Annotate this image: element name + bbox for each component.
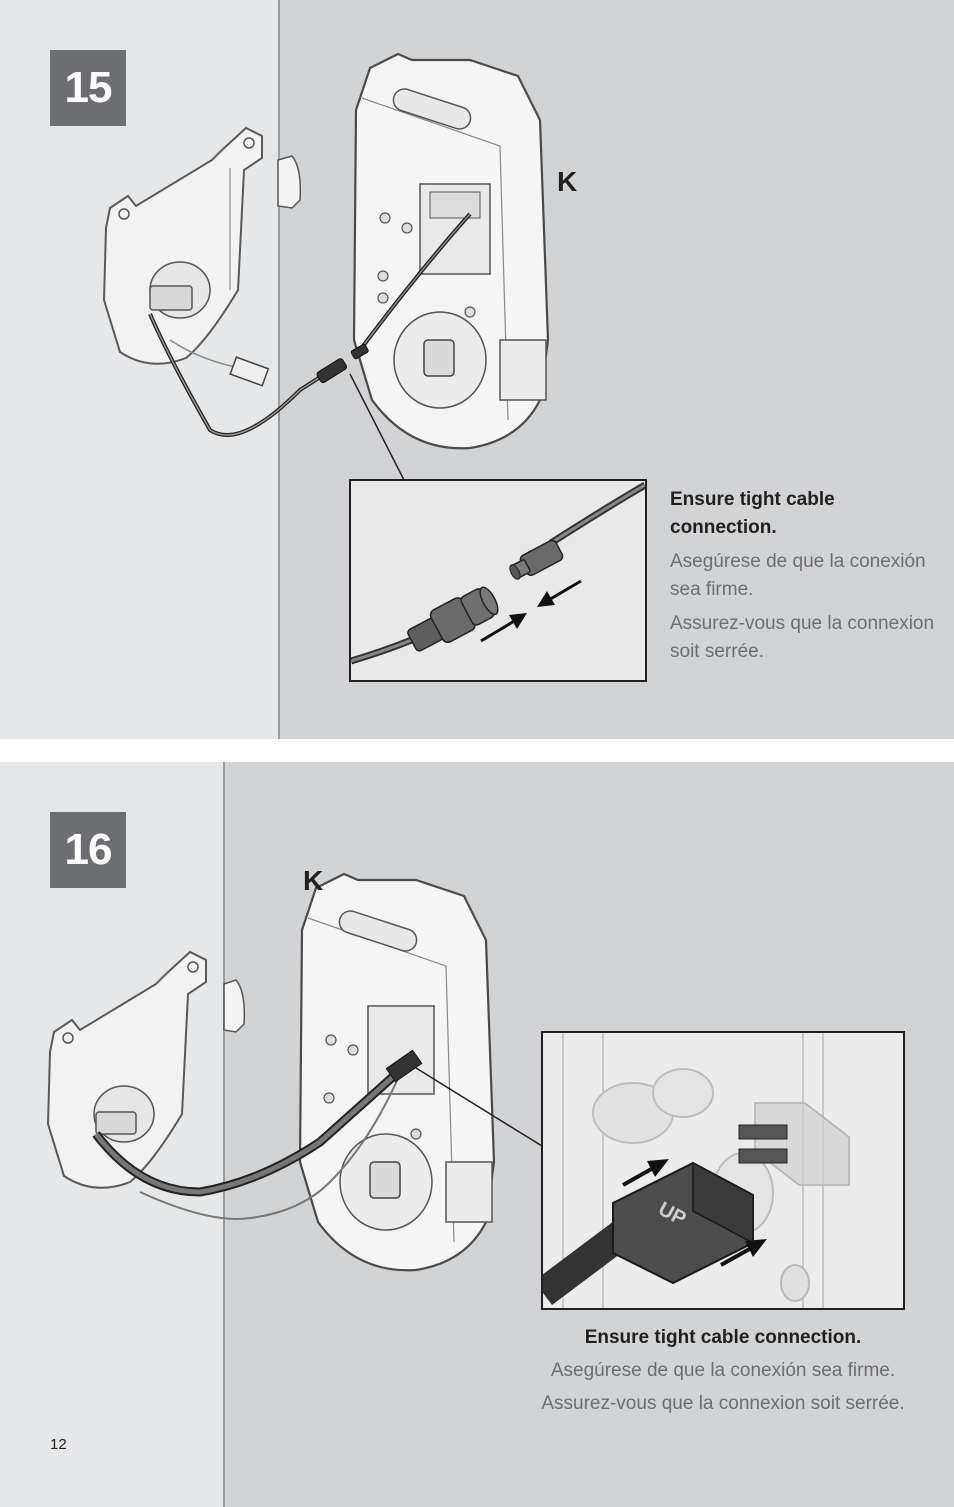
panel-gap	[0, 739, 954, 762]
step-15-panel: 15	[0, 0, 954, 739]
door-edge-divider	[278, 0, 280, 739]
ribbon-connector-detail: UP	[543, 1033, 903, 1308]
step-16-caption: Ensure tight cable connection. Asegúrese…	[520, 1324, 926, 1418]
door-edge-divider	[223, 762, 225, 1507]
caption-english: Ensure tight cable connection.	[670, 489, 835, 538]
cable-connection-detail	[351, 481, 645, 665]
step-number-badge: 16	[50, 812, 126, 888]
caption-spanish: Asegúrese de que la conexión sea firme.	[550, 1360, 896, 1381]
part-k-label: K	[303, 865, 324, 896]
step-number-badge: 15	[50, 50, 126, 126]
part-k-label: K	[557, 166, 578, 197]
caption-french: Assurez-vous que la connexion soit serré…	[670, 613, 935, 662]
caption-french: Assurez-vous que la connexion soit serré…	[541, 1393, 905, 1414]
step-15-caption: Ensure tight cable connection. Asegúrese…	[670, 486, 940, 666]
caption-spanish: Asegúrese de que la conexión sea firme.	[670, 551, 926, 600]
step-16-illustration	[46, 872, 543, 1272]
caption-english: Ensure tight cable connection.	[584, 1327, 862, 1348]
step-15-illustration	[102, 52, 550, 481]
page-number: 12	[50, 1436, 67, 1453]
cable-connection-inset	[349, 479, 647, 682]
ribbon-connector-inset: UP	[541, 1031, 905, 1310]
step-16-panel: 16 K	[0, 762, 954, 1507]
